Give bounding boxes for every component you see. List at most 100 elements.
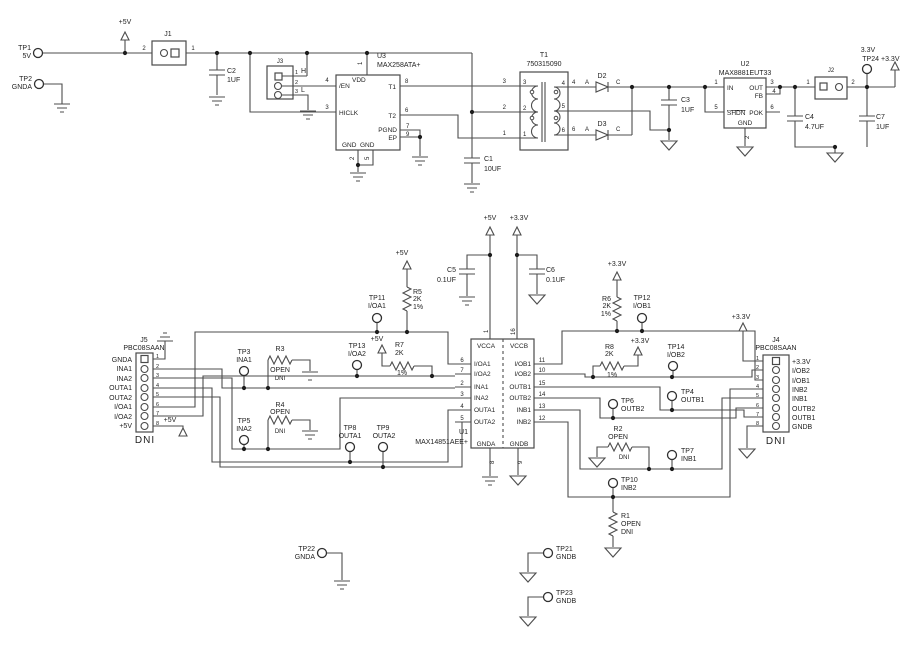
u3-pin-gnd1: GND — [342, 142, 357, 149]
j4-sig-iob1: I/OB1 — [792, 378, 810, 385]
u3-gnd1-num: 2 — [350, 156, 356, 160]
d2-ref: D2 — [598, 73, 607, 80]
t1-part: 750315090 — [526, 61, 561, 68]
j5-ref: J5 — [140, 337, 148, 344]
u2-pin-in: IN — [727, 85, 734, 92]
tp4-net: OUTB1 — [681, 397, 704, 404]
c2-val: 1UF — [227, 77, 240, 84]
tp14-ref: TP14 — [668, 344, 685, 351]
j5-num-7: 7 — [156, 411, 159, 417]
r5-val: 2K — [413, 296, 422, 303]
u1-num-2: 2 — [460, 381, 464, 387]
r7-ref: R7 — [395, 342, 404, 349]
c1-val: 10UF — [484, 166, 501, 173]
u2-part: MAX8881EUT33 — [719, 70, 772, 77]
u1-pin-inb2: INB2 — [517, 419, 532, 426]
u2-body — [723, 77, 767, 129]
c3-ref: C3 — [681, 97, 690, 104]
wires-bottom — [326, 552, 543, 616]
u1-pin-vccb: VCCB — [510, 343, 528, 350]
tp22-net: GNDA — [295, 554, 316, 561]
tp21-net: GNDB — [556, 554, 577, 561]
u1-pin-gndb: GNDB — [510, 441, 529, 448]
d3-diode — [595, 129, 610, 141]
d3-ref: D3 — [598, 121, 607, 128]
j3-pin2: 2 — [295, 80, 298, 86]
j3-h: H — [301, 68, 306, 75]
u2-shdn-num: 5 — [714, 105, 718, 111]
junction-dots — [122, 50, 870, 500]
u2-out-num: 3 — [770, 80, 774, 86]
j3-l: L — [301, 87, 305, 94]
u3-body — [335, 74, 401, 151]
u1-num-11: 11 — [539, 358, 546, 364]
u1-pin-iob2: I/OB2 — [514, 371, 531, 378]
c2-ref: C2 — [227, 68, 236, 75]
u1-ref: U1 — [459, 429, 468, 436]
j2-pin1: 1 — [806, 80, 810, 86]
t1-pin1: 1 — [523, 132, 527, 138]
u1-num-5: 5 — [460, 416, 464, 422]
d2-diode — [595, 81, 610, 93]
u1-pin-ina1: INA1 — [474, 384, 489, 391]
wires-middle — [153, 235, 763, 547]
c3-val: 1UF — [681, 107, 694, 114]
u2-pin-shdn: SHDN — [727, 110, 746, 117]
tp5-net: INA2 — [236, 426, 252, 433]
u1-num-6: 6 — [460, 358, 464, 364]
c6-ref: C6 — [546, 267, 555, 274]
t1-pin2: 2 — [523, 106, 527, 112]
tp23-net: GNDB — [556, 598, 577, 605]
u3-pin-pgnd: PGND — [378, 127, 397, 134]
r6-val: 2K — [602, 303, 611, 310]
u2-pin-fb: FB — [755, 93, 763, 100]
u1-pin-outa2: OUTA2 — [474, 419, 496, 426]
tp3-ref: TP3 — [238, 349, 251, 356]
d3-cathode: C — [616, 127, 621, 133]
j5-num-5: 5 — [156, 392, 159, 398]
u1-pin-outa1: OUTA1 — [474, 407, 496, 414]
u3-t1-num: 8 — [405, 79, 409, 85]
u1-pin-ioa2: I/OA2 — [474, 371, 491, 378]
tp12-ref: TP12 — [634, 295, 651, 302]
u1-num-13: 13 — [539, 404, 546, 410]
j4-num-2: 2 — [756, 365, 759, 371]
j5-num-1: 1 — [156, 354, 159, 360]
rail-3v3-vccb: +3.3V — [510, 215, 529, 222]
rail-3v3-j4: +3.3V — [732, 314, 751, 321]
j1-pin1: 1 — [191, 46, 195, 52]
tp14-net: I/OB2 — [667, 352, 685, 359]
rail-3v3-r8: +3.3V — [631, 338, 650, 345]
j3-pin1: 1 — [295, 70, 298, 76]
c5-val: 0.1UF — [437, 277, 456, 284]
j4-ref: J4 — [772, 337, 780, 344]
tp13-net: I/OA2 — [348, 351, 366, 358]
tp23-ref: TP23 — [556, 590, 573, 597]
rail-5v-top: +5V — [119, 19, 132, 26]
u3-part: MAX258ATA+ — [377, 62, 421, 69]
j4-sig-gndb: GNDB — [792, 424, 813, 431]
r8-tol: 1% — [607, 372, 617, 379]
r8-val: 2K — [605, 351, 614, 358]
tp22-ref: TP22 — [298, 546, 315, 553]
j4-part: PBC08SAAN — [755, 345, 796, 352]
c6-val: 0.1UF — [546, 277, 565, 284]
u1-num-8: 8 — [490, 460, 496, 464]
u3-t2-num: 6 — [405, 108, 409, 114]
j5-pins — [140, 354, 149, 431]
tp8-ref: TP8 — [344, 425, 357, 432]
r2-ref: R2 — [614, 426, 623, 433]
j5-body — [135, 352, 154, 433]
c1-ref: C1 — [484, 156, 493, 163]
j5-num-2: 2 — [156, 364, 159, 370]
u3-hiclk-num: 3 — [325, 105, 329, 111]
j1-ref: J1 — [164, 31, 172, 38]
r1-val: OPEN — [621, 521, 641, 528]
j2-body — [814, 76, 848, 100]
d2-anode: A — [585, 80, 589, 86]
t1-pin4: 4 — [562, 81, 566, 87]
j5-sig-ioa1: I/OA1 — [114, 404, 132, 411]
t1-wire4: 4 — [572, 80, 576, 86]
j4-sig-3v3: +3.3V — [792, 359, 811, 366]
